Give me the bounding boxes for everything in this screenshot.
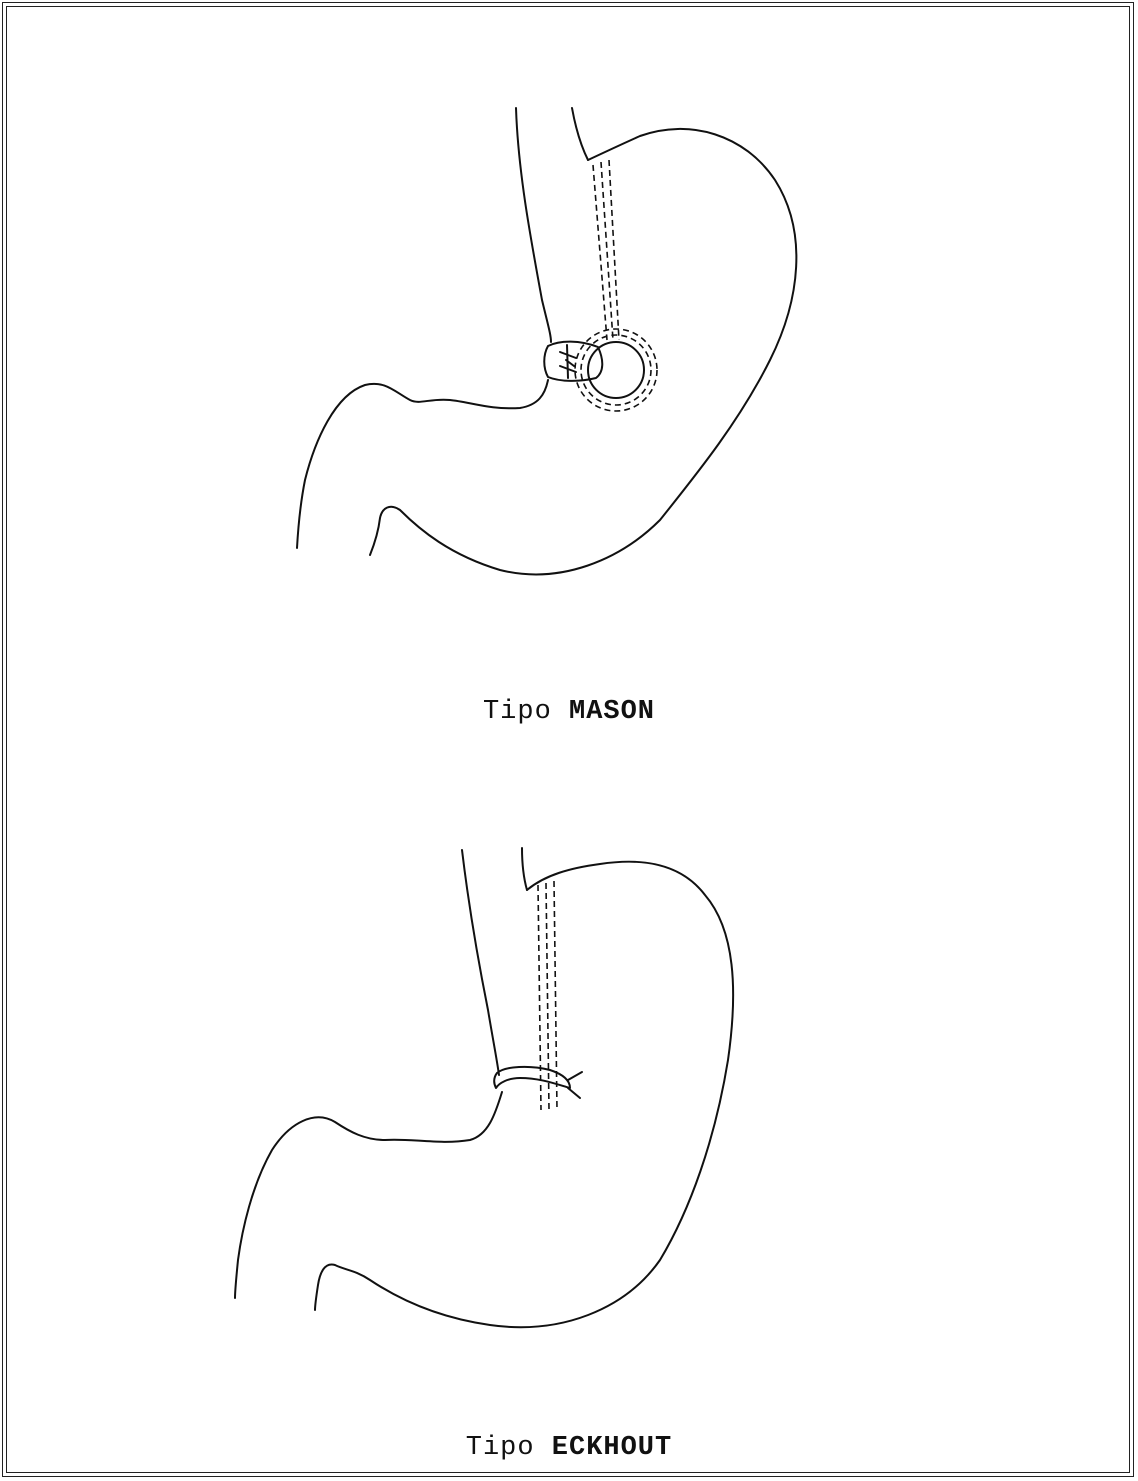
esophagus-right-wall-mason	[572, 108, 588, 160]
ring-band-eckhout	[494, 1067, 570, 1088]
greater-curvature-eckhout	[315, 862, 733, 1328]
caption-eckhout: Tipo ECKHOUT	[0, 1433, 1138, 1463]
caption-mason: Tipo MASON	[0, 697, 1138, 727]
staple-line-mason-2	[601, 162, 613, 340]
staple-line-eckhout-3	[554, 881, 557, 1110]
lesser-curvature-eckhout	[235, 1092, 502, 1298]
esophagus-left-wall-eckhout	[462, 850, 499, 1075]
staple-line-eckhout-1	[538, 885, 541, 1110]
esophagus-right-wall-eckhout	[522, 848, 527, 890]
esophagus-left-wall-mason	[516, 108, 551, 342]
lesser-curvature-mason	[297, 380, 548, 548]
staple-line-mason-1	[593, 165, 607, 340]
circular-window-mason	[588, 342, 644, 398]
band-suture-mason	[560, 345, 576, 378]
staple-line-eckhout-2	[546, 883, 549, 1110]
stomach-diagram-mason	[297, 108, 796, 574]
stoma-band-mason	[544, 342, 602, 381]
greater-curvature-mason	[370, 129, 796, 574]
stomach-diagram-eckhout	[235, 848, 733, 1327]
